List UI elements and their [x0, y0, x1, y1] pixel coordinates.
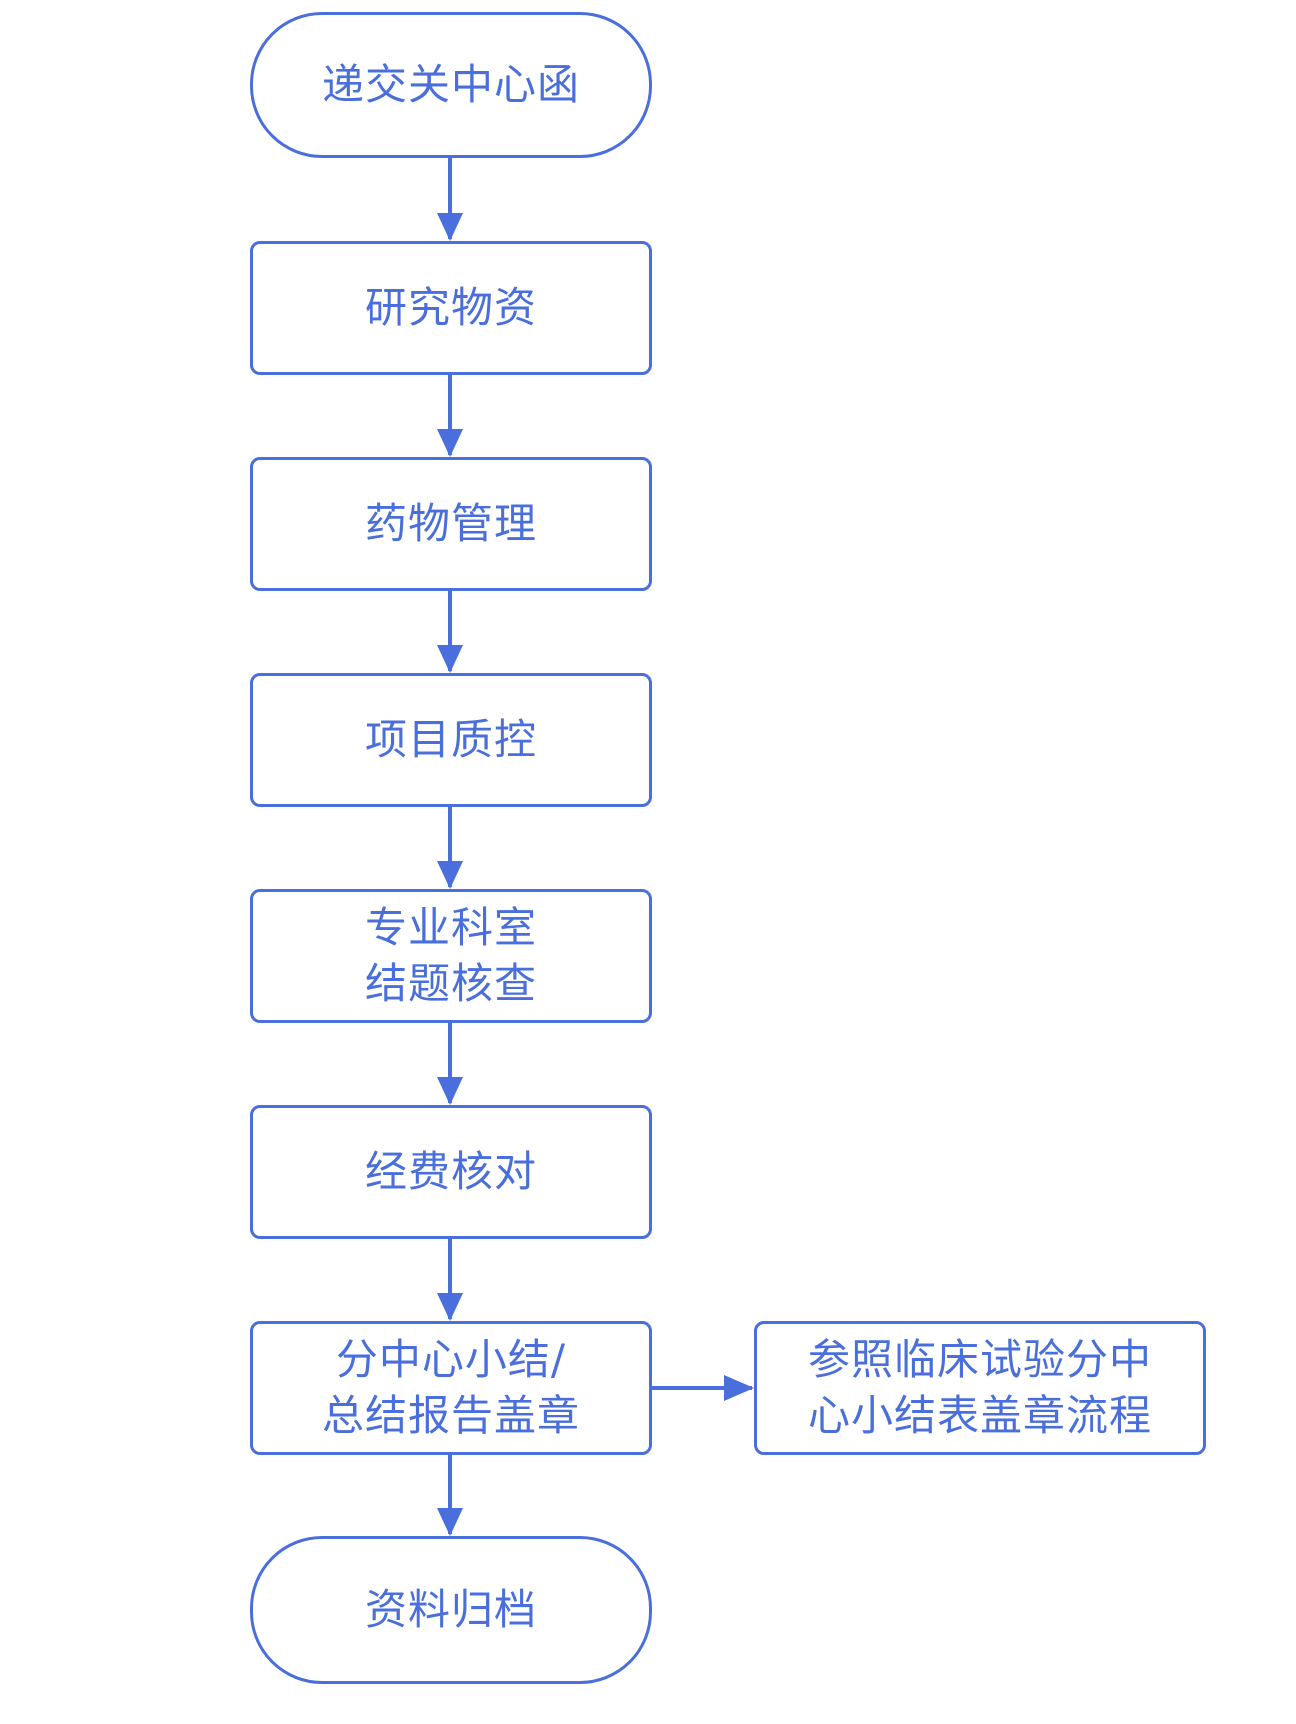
step-label-line-2: 总结报告盖章: [321, 1391, 580, 1440]
step-label-line-1: 分中心小结/: [335, 1335, 567, 1384]
arrowhead-3: [437, 645, 463, 673]
step-drug-management: 药物管理: [250, 457, 652, 591]
step-department-closing-check: 专业科室 结题核查: [250, 889, 652, 1023]
step-label: 项目质控: [364, 715, 537, 764]
arrowhead-side: [724, 1375, 754, 1401]
step-summary-report-stamp: 分中心小结/ 总结报告盖章: [250, 1321, 652, 1455]
step-project-qc: 项目质控: [250, 673, 652, 807]
start-node: 递交关中心函: [250, 12, 652, 158]
end-node-label: 资料归档: [364, 1585, 537, 1634]
side-note-stamp-process: 参照临床试验分中 心小结表盖章流程: [754, 1321, 1206, 1455]
step-research-materials: 研究物资: [250, 241, 652, 375]
end-node: 资料归档: [250, 1536, 652, 1684]
step-label-line-1: 专业科室: [364, 903, 537, 952]
arrowhead-1: [437, 213, 463, 241]
step-label: 药物管理: [364, 499, 537, 548]
start-node-label: 递交关中心函: [321, 60, 580, 109]
side-note-line-1: 参照临床试验分中: [807, 1335, 1152, 1384]
arrowhead-7: [437, 1508, 463, 1536]
step-label-line-2: 结题核查: [364, 959, 537, 1008]
step-label: 经费核对: [364, 1147, 537, 1196]
arrowhead-4: [437, 861, 463, 889]
arrowhead-2: [437, 429, 463, 457]
step-label: 研究物资: [364, 283, 537, 332]
arrowhead-6: [437, 1293, 463, 1321]
arrowhead-5: [437, 1077, 463, 1105]
side-note-line-2: 心小结表盖章流程: [807, 1391, 1152, 1440]
step-funding-check: 经费核对: [250, 1105, 652, 1239]
